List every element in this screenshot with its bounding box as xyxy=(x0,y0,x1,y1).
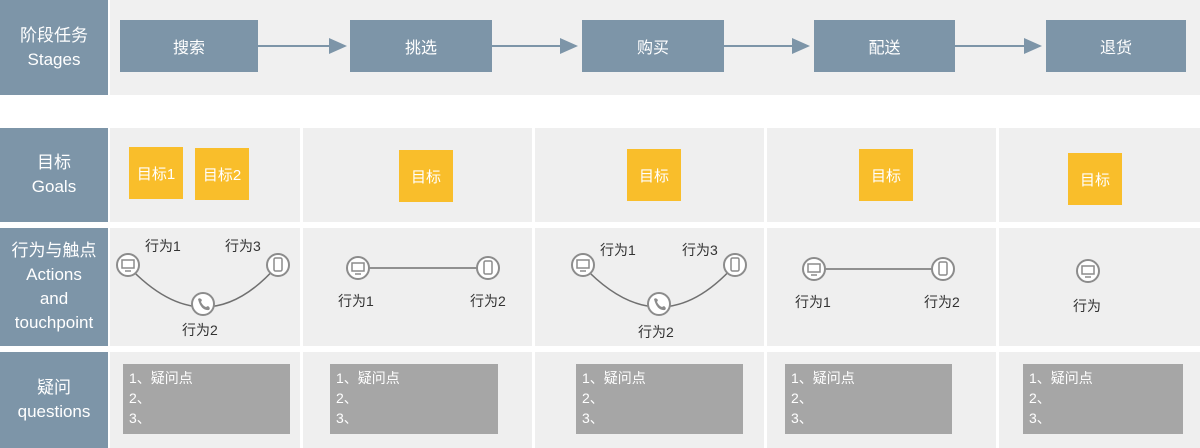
stage-return: 退货 xyxy=(1046,20,1186,72)
row-label-questions-en: questions xyxy=(17,402,91,421)
row-label-actions-en-2: and xyxy=(39,289,69,308)
actions-cell-search xyxy=(110,228,300,346)
monitor-icon xyxy=(802,257,826,281)
questions-box-return: 1、疑问点 2、 3、 xyxy=(1023,364,1183,434)
question-item-3: 3、 xyxy=(336,410,358,426)
monitor-icon xyxy=(1076,259,1100,283)
questions-box-buy: 1、疑问点 2、 3、 xyxy=(576,364,743,434)
action-buy-3: 行为3 xyxy=(682,242,718,258)
actions-cell-deliver xyxy=(767,228,996,346)
action-return-1: 行为 xyxy=(1073,298,1101,314)
row-label-goals: 目标 Goals xyxy=(0,128,108,222)
stage-arrows xyxy=(258,38,1042,54)
row-label-stages-cn: 阶段任务 xyxy=(20,25,88,45)
question-item-2: 2、 xyxy=(129,390,151,406)
phone-icon xyxy=(647,292,671,316)
stage-pick: 挑选 xyxy=(350,20,492,72)
action-search-2: 行为2 xyxy=(182,322,218,338)
action-pick-2: 行为2 xyxy=(470,293,506,309)
row-label-actions-en-3: touchpoint xyxy=(14,313,94,332)
action-buy-2: 行为2 xyxy=(638,324,674,340)
row-label-goals-cn: 目标 xyxy=(36,153,71,172)
monitor-icon xyxy=(116,253,140,277)
question-item-1: 1、疑问点 xyxy=(791,370,855,386)
question-item-2: 2、 xyxy=(1029,390,1051,406)
question-item-3: 3、 xyxy=(1029,410,1051,426)
action-search-3: 行为3 xyxy=(225,238,261,254)
stage-search: 搜索 xyxy=(120,20,258,72)
action-buy-1: 行为1 xyxy=(600,242,636,258)
row-label-questions-cn: 疑问 xyxy=(37,378,71,397)
goal-return: 目标 xyxy=(1068,153,1122,205)
mobile-icon xyxy=(266,253,290,277)
action-deliver-2: 行为2 xyxy=(924,294,960,310)
row-label-stages-en: Stages xyxy=(27,49,81,69)
goal-search-1: 目标1 xyxy=(129,147,183,199)
questions-box-deliver: 1、疑问点 2、 3、 xyxy=(785,364,952,434)
action-search-1: 行为1 xyxy=(145,238,181,254)
actions-cell-return xyxy=(999,228,1200,346)
question-item-1: 1、疑问点 xyxy=(129,370,193,386)
goal-deliver: 目标 xyxy=(859,149,913,201)
actions-cell-pick xyxy=(303,228,532,346)
row-label-goals-en: Goals xyxy=(31,177,77,196)
monitor-icon xyxy=(571,253,595,277)
question-item-1: 1、疑问点 xyxy=(1029,370,1093,386)
row-label-actions-cn: 行为与触点 xyxy=(11,241,97,260)
question-item-3: 3、 xyxy=(129,410,151,426)
row-label-actions-en-1: Actions xyxy=(26,265,82,284)
stage-deliver: 配送 xyxy=(814,20,955,72)
mobile-icon xyxy=(723,253,747,277)
question-item-3: 3、 xyxy=(791,410,813,426)
questions-box-search: 1、疑问点 2、 3、 xyxy=(123,364,290,434)
row-label-stages: 阶段任务 Stages xyxy=(0,0,108,95)
mobile-icon xyxy=(931,257,955,281)
mobile-icon xyxy=(476,256,500,280)
phone-icon xyxy=(191,292,215,316)
action-pick-1: 行为1 xyxy=(338,293,374,309)
question-item-2: 2、 xyxy=(336,390,358,406)
questions-box-pick: 1、疑问点 2、 3、 xyxy=(330,364,498,434)
goal-pick: 目标 xyxy=(399,150,453,202)
actions-cell-buy xyxy=(535,228,764,346)
monitor-icon xyxy=(346,256,370,280)
row-label-questions: 疑问 questions xyxy=(0,352,108,448)
goal-buy: 目标 xyxy=(627,149,681,201)
row-label-actions: 行为与触点 Actions and touchpoint xyxy=(0,228,108,346)
action-deliver-1: 行为1 xyxy=(795,294,831,310)
question-item-1: 1、疑问点 xyxy=(582,370,646,386)
stage-buy: 购买 xyxy=(582,20,724,72)
goal-search-2: 目标2 xyxy=(195,148,249,200)
question-item-3: 3、 xyxy=(582,410,604,426)
question-item-2: 2、 xyxy=(791,390,813,406)
question-item-1: 1、疑问点 xyxy=(336,370,400,386)
question-item-2: 2、 xyxy=(582,390,604,406)
